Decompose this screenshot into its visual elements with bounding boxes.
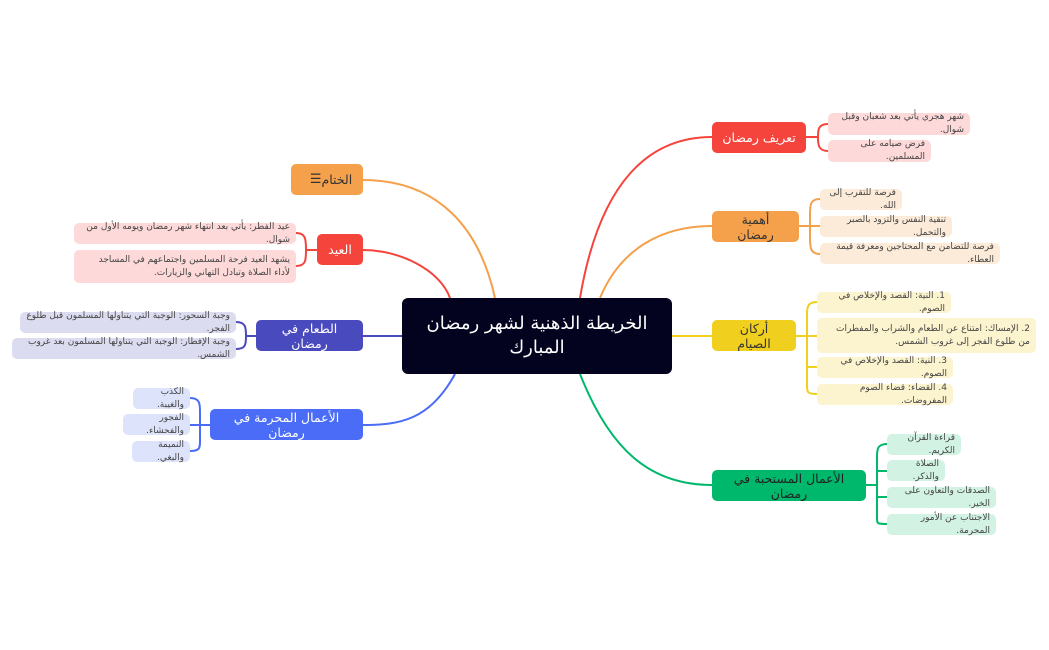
- leaf[interactable]: الصلاة والذكر.: [887, 459, 945, 482]
- branch-forbidden-deeds[interactable]: الأعمال المحرمة في رمضان: [210, 409, 363, 440]
- leaf[interactable]: تنقية النفس والتزود بالصبر والتحمل.: [820, 215, 952, 238]
- notes-list-icon[interactable]: ☰: [309, 172, 322, 187]
- leaf[interactable]: فرض صيامه على المسلمين.: [828, 139, 931, 162]
- leaf[interactable]: عيد الفطر: يأتي بعد انتهاء شهر رمضان ويو…: [74, 222, 296, 245]
- leaf[interactable]: 1. النية: القصد والإخلاص في الصوم.: [817, 291, 951, 314]
- leaf[interactable]: فرصة للتقرب إلى الله.: [820, 188, 902, 211]
- branch-fasting-pillars[interactable]: أركان الصيام: [712, 320, 796, 351]
- leaf[interactable]: الكذب والغيبة.: [133, 387, 190, 410]
- leaf[interactable]: الفجور والفحشاء.: [123, 413, 190, 436]
- branch-conclusion[interactable]: الختام☰: [291, 164, 363, 195]
- branch-food[interactable]: الطعام في رمضان: [256, 320, 363, 351]
- branch-recommended-deeds[interactable]: الأعمال المستحبة في رمضان: [712, 470, 866, 501]
- leaf[interactable]: يشهد العيد فرحة المسلمين واجتماعهم في ال…: [74, 250, 296, 283]
- leaf[interactable]: قراءة القرآن الكريم.: [887, 433, 961, 456]
- branch-conclusion-label: الختام: [321, 172, 353, 187]
- leaf[interactable]: شهر هجري يأتي بعد شعبان وقبل شوال.: [828, 112, 970, 135]
- leaf[interactable]: 3. النية: القصد والإخلاص في الصوم.: [817, 356, 953, 379]
- branch-eid[interactable]: العيد: [317, 234, 363, 265]
- central-topic[interactable]: الخريطة الذهنية لشهر رمضان المبارك: [402, 298, 672, 374]
- leaf[interactable]: الصدقات والتعاون على الخير.: [887, 486, 996, 509]
- leaf[interactable]: النميمة والبغي.: [132, 440, 190, 463]
- branch-ramadan-definition[interactable]: تعريف رمضان: [712, 122, 806, 153]
- leaf[interactable]: الاجتناب عن الأمور المحرمة.: [887, 513, 996, 536]
- leaf[interactable]: 2. الإمساك: امتناع عن الطعام والشراب وال…: [817, 318, 1036, 353]
- branch-ramadan-importance[interactable]: أهمية رمضان: [712, 211, 799, 242]
- leaf[interactable]: وجبة السحور: الوجبة التي يتناولها المسلم…: [20, 311, 236, 334]
- leaf[interactable]: فرصة للتضامن مع المحتاجين ومعرفة قيمة ال…: [820, 242, 1000, 265]
- central-topic-label: الخريطة الذهنية لشهر رمضان المبارك: [426, 313, 648, 358]
- leaf[interactable]: 4. القضاء: قضاء الصوم المفروضات.: [817, 383, 953, 406]
- leaf[interactable]: وجبة الإفطار: الوجبة التي يتناولها المسل…: [12, 337, 236, 360]
